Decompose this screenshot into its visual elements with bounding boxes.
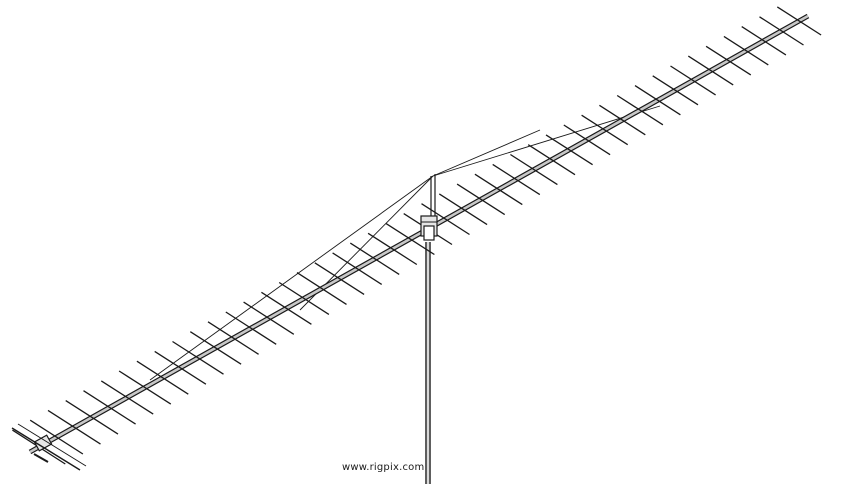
boom: [28, 13, 810, 455]
antenna-element: [349, 242, 400, 275]
antenna-element: [652, 75, 699, 106]
antenna-element: [741, 26, 787, 56]
antenna-element: [687, 55, 734, 86]
antenna-element: [83, 390, 136, 425]
antenna-element: [154, 350, 207, 385]
antenna-element: [492, 163, 541, 196]
antenna-element: [759, 16, 804, 46]
antenna-elements: [12, 6, 822, 465]
antenna-element: [65, 400, 119, 435]
antenna-element: [243, 301, 295, 335]
antenna-element: [474, 173, 523, 206]
antenna-element: [278, 281, 330, 315]
mast: [425, 174, 436, 484]
watermark-text: www.rigpix.com: [342, 462, 425, 473]
antenna-element: [118, 370, 172, 405]
antenna-element: [332, 252, 383, 285]
antenna-element: [225, 311, 277, 345]
antenna-element: [314, 262, 365, 295]
antenna-element: [207, 321, 259, 355]
antenna-element: [634, 85, 681, 116]
antenna-element: [421, 203, 470, 236]
antenna-element: [545, 134, 593, 166]
antenna-element: [705, 45, 752, 76]
antenna-element: [616, 94, 664, 126]
antenna-element: [776, 6, 822, 36]
antenna-element: [296, 272, 347, 305]
antenna-element: [261, 291, 312, 325]
antenna-element: [47, 409, 101, 445]
antenna-element: [581, 114, 629, 146]
antenna-element: [599, 104, 646, 136]
antenna-element: [367, 232, 418, 266]
antenna-element: [527, 144, 576, 176]
antenna-element: [670, 65, 716, 96]
antenna-element: [438, 193, 488, 226]
antenna-element: [456, 183, 506, 216]
antenna-element: [29, 419, 84, 455]
mount-bracket: [420, 215, 438, 241]
antenna-element: [385, 222, 435, 256]
antenna-element: [100, 380, 154, 415]
antenna-element: [510, 153, 558, 186]
feed-assembly: [11, 423, 87, 471]
antenna-element: [563, 124, 611, 156]
antenna-element: [172, 340, 224, 375]
antenna-element: [723, 35, 769, 66]
antenna-element: [136, 360, 189, 395]
antenna-element: [189, 331, 242, 365]
